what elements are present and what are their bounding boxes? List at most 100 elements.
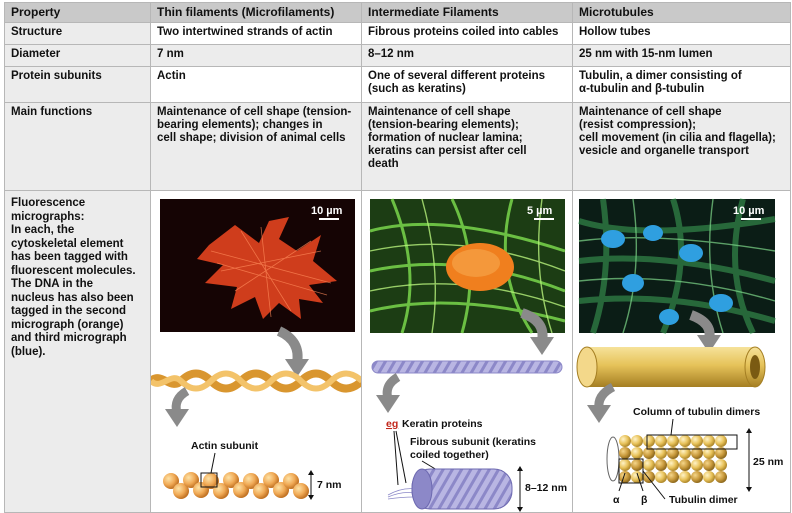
actin-dimension-arrow-top <box>308 470 314 475</box>
subunits-row: Protein subunits Actin One of several di… <box>4 66 791 103</box>
micro-scale-label: 10 µm <box>733 205 765 217</box>
functions-intermediate-line: death <box>368 158 399 170</box>
tubulin-column-leader <box>670 418 674 436</box>
blue-nucleus-4 <box>622 274 644 292</box>
microtubule-figure: 10 µm Column of tubulin dimers <box>576 198 783 506</box>
fluorescence-line: The DNA in the <box>11 278 93 290</box>
functions-row: Main functions Maintenance of cell shape… <box>4 102 791 191</box>
fluorescence-line: Fluorescence <box>11 197 86 209</box>
micro-dimension-arrow-bottom <box>746 487 752 492</box>
functions-micro-line: cell movement (in cilia and flagella); <box>579 132 776 144</box>
intermediate-dimension-arrow-top <box>517 466 523 471</box>
diameter-label: Diameter <box>4 44 151 67</box>
beta-label: β <box>641 494 648 506</box>
actin-subunit-leader <box>210 452 216 474</box>
thin-filament-figure: 10 µm Actin subunit <box>151 199 361 500</box>
keratin-nucleus-highlight <box>452 249 500 277</box>
thin-arrow-small-head <box>165 409 189 427</box>
actin-subunit-box <box>200 472 218 488</box>
actin-dimension-arrow-bottom <box>308 495 314 500</box>
structure-thin: Two intertwined strands of actin <box>150 22 362 45</box>
fluorescence-row: Fluorescence micrographs: In each, the c… <box>4 190 791 513</box>
intermediate-scale-label: 5 µm <box>527 205 553 217</box>
functions-intermediate-line: Maintenance of cell shape <box>368 106 511 118</box>
fibrous-subunit-label-1: Fibrous subunit (keratins <box>410 436 536 448</box>
blue-nucleus-6 <box>659 309 679 325</box>
beta-leader <box>636 472 644 492</box>
alpha-leader <box>618 472 626 492</box>
structure-intermediate: Fibrous proteins coiled into cables <box>361 22 573 45</box>
fluorescence-line: In each, the <box>11 224 75 236</box>
intermediate-arrow-head <box>530 337 554 355</box>
thin-arrow-down <box>276 326 303 364</box>
structure-label: Structure <box>4 22 151 45</box>
intermediate-diameter-label: 8–12 nm <box>525 482 567 494</box>
blue-nucleus-2 <box>643 225 663 241</box>
actin-fibers <box>210 226 332 318</box>
functions-micro-line: Maintenance of cell shape <box>579 106 722 118</box>
subunits-intermediate-line: One of several different proteins <box>368 70 546 82</box>
microtubule-hollow-tube <box>576 346 766 388</box>
keratin-leader-2 <box>395 430 407 484</box>
micro-arrow-small-head <box>587 405 611 423</box>
intermediate-dimension-arrow-bottom <box>517 507 523 512</box>
intermediate-filament-figure-cell: 5 µm eg Keratin proteins Fibrous subunit… <box>361 190 573 513</box>
diameter-intermediate: 8–12 nm <box>361 44 573 67</box>
header-intermediate-filaments: Intermediate Filaments <box>361 2 573 23</box>
thin-filament-figure-cell: 10 µm Actin subunit <box>150 190 362 513</box>
functions-micro-line: vesicle and organelle transport <box>579 145 750 157</box>
diameter-micro: 25 nm with 15-nm lumen <box>572 44 791 67</box>
diameter-row: Diameter 7 nm 8–12 nm 25 nm with 15-nm l… <box>4 44 791 67</box>
tubulin-lattice <box>606 435 727 483</box>
header-row: Property Thin filaments (Microfilaments)… <box>4 2 791 23</box>
micro-dimension-arrow-top <box>746 428 752 433</box>
structure-micro: Hollow tubes <box>572 22 791 45</box>
micro-diameter-label: 25 nm <box>753 456 783 468</box>
microtubule-figure-cell: 10 µm Column of tubulin dimers <box>572 190 791 513</box>
functions-micro-line: (resist compression); <box>579 119 696 131</box>
subunits-micro-line: α-tubulin and β-tubulin <box>579 83 705 95</box>
functions-intermediate-line: (tension-bearing elements); <box>368 119 519 131</box>
tubulin-column-box <box>646 434 738 450</box>
functions-intermediate-line: formation of nuclear lamina; <box>368 132 523 144</box>
micro-arrow-head <box>697 335 721 353</box>
thin-arrow-head <box>285 359 309 377</box>
functions-thin-line: bearing elements); changes in <box>157 119 323 131</box>
intermediate-arrow-small-head <box>376 395 400 413</box>
fluorescence-line: (blue). <box>11 345 46 358</box>
actin-diameter-label: 7 nm <box>317 479 342 491</box>
blue-nucleus-1 <box>601 230 625 248</box>
fluorescence-line: micrographs: <box>11 210 85 223</box>
thin-scale-label: 10 µm <box>311 205 343 217</box>
fluorescence-line: and third micrograph <box>11 332 127 344</box>
tubulin-dimer-label: Tubulin dimer <box>669 494 738 506</box>
subunits-micro-line: Tubulin, a dimer consisting of <box>579 70 742 82</box>
diameter-thin: 7 nm <box>150 44 362 67</box>
actin-subunit-label: Actin subunit <box>191 440 259 452</box>
keratin-cable <box>371 360 563 374</box>
functions-intermediate-line: keratins can persist after cell <box>368 145 527 157</box>
functions-label: Main functions <box>4 102 151 191</box>
fluorescence-line: has been tagged with <box>11 251 128 263</box>
actin-bead-filament <box>163 472 309 499</box>
cytoskeleton-comparison-table: Property Thin filaments (Microfilaments)… <box>4 2 791 513</box>
fluorescence-line: nucleus has also been <box>11 291 134 304</box>
subunits-intermediate-line: (such as keratins) <box>368 83 466 95</box>
functions-thin-line: Maintenance of cell shape (tension- <box>157 106 352 118</box>
fluorescence-line: cytoskeletal element <box>11 237 124 250</box>
tubulin-column-label: Column of tubulin dimers <box>633 406 760 418</box>
functions-intermediate: Maintenance of cell shape (tension-beari… <box>361 102 573 191</box>
structure-row: Structure Two intertwined strands of act… <box>4 22 791 45</box>
fibrous-subunit-label-2: coiled together) <box>410 449 489 461</box>
intermediate-eg-label: eg <box>386 418 398 430</box>
blue-nucleus-5 <box>709 294 733 312</box>
subunits-micro: Tubulin, a dimer consisting of α-tubulin… <box>572 66 791 103</box>
fluorescence-line: fluorescent molecules. <box>11 264 136 277</box>
header-microtubules: Microtubules <box>572 2 791 23</box>
functions-thin: Maintenance of cell shape (tension- bear… <box>150 102 362 191</box>
subunits-intermediate: One of several different proteins (such … <box>361 66 573 103</box>
dimer-leader <box>642 470 666 500</box>
actin-twisted-strand <box>151 369 361 393</box>
functions-thin-line: cell shape; division of animal cells <box>157 132 346 144</box>
